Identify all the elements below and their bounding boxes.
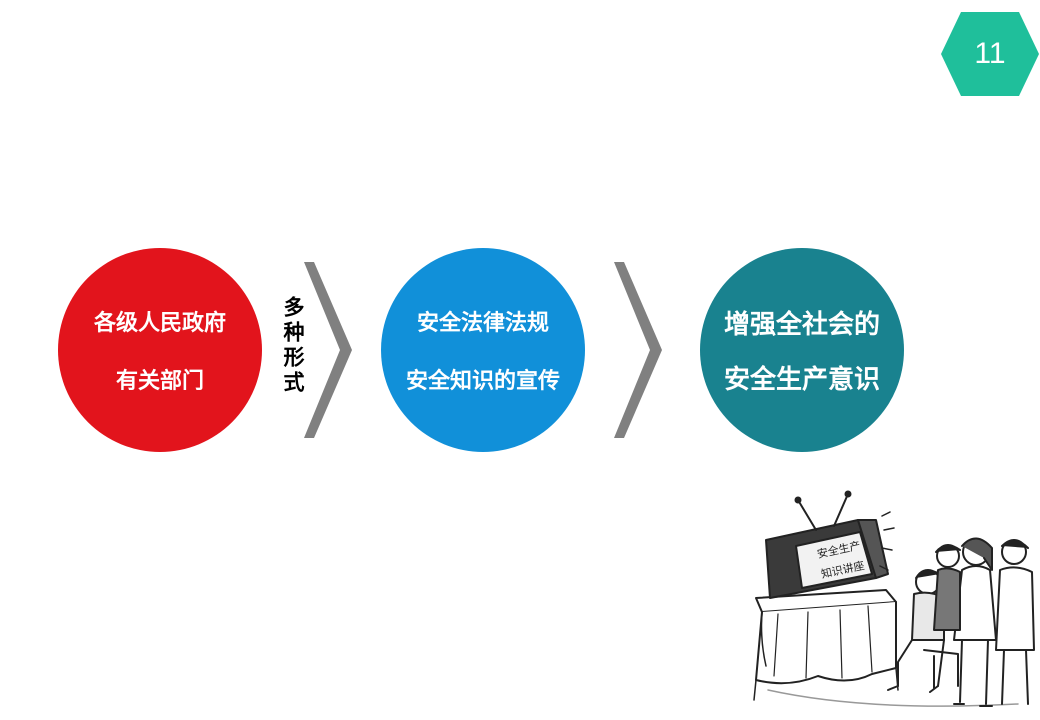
step-1-line-2: 有关部门 [115,369,204,394]
page-number-badge: 11 [941,12,1039,96]
step-circle-awareness: 增强全社会的 安全生产意识 [700,248,904,452]
connector-label: 多种形式 [281,296,305,396]
step-2-line-2: 安全知识的宣传 [405,369,560,394]
step-2-line-1: 安全法律法规 [416,311,549,336]
chevron-right-icon [304,262,352,438]
step-circle-publicity: 安全法律法规 安全知识的宣传 [381,248,585,452]
tv-audience-illustration: 安全生产 知识讲座 [753,490,1035,707]
step-3-line-2: 安全生产意识 [723,365,880,395]
chevron-right-icon [614,262,662,438]
page-number: 11 [974,37,1006,70]
step-circle-government: 各级人民政府 有关部门 [58,248,262,452]
step-3-line-1: 增强全社会的 [723,310,880,340]
step-1-line-1: 各级人民政府 [93,311,226,336]
hexagon-icon [941,12,1039,96]
